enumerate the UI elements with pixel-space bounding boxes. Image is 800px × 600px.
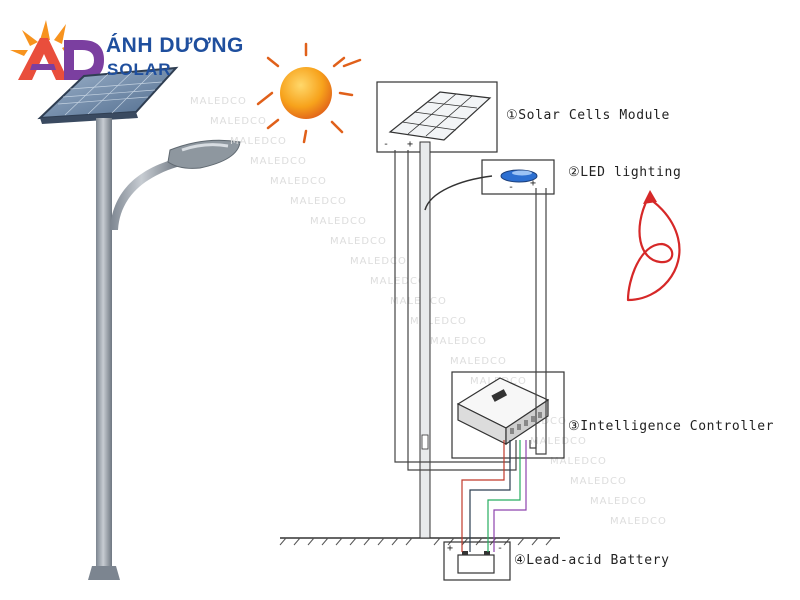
- sun-icon: [256, 42, 362, 144]
- watermark-text: MALEDCO: [430, 336, 487, 347]
- logo: [10, 20, 104, 80]
- controller-device-icon: [456, 377, 550, 446]
- lamp-base: [88, 566, 120, 580]
- label-intelligence-controller: ③Intelligence Controller: [568, 419, 775, 434]
- watermark-text: MALEDCO: [310, 216, 367, 227]
- led-box: [481, 159, 555, 195]
- street-lamp-illustration: [37, 66, 241, 580]
- schematic-solar-panel-icon: [388, 91, 492, 141]
- led-lamp-icon: [500, 169, 538, 183]
- terminal-minus-battery: -: [497, 543, 503, 554]
- curly-arrow-icon: [626, 190, 681, 302]
- watermark-text: MALEDCO: [550, 456, 607, 467]
- lamp-arm: [110, 158, 180, 230]
- lamp-pole: [96, 118, 112, 580]
- terminal-marks: - + - + + -: [383, 139, 536, 554]
- wiring: [394, 150, 547, 552]
- battery-box: [443, 541, 511, 581]
- watermark-text: MALEDCO: [350, 256, 407, 267]
- solar-panel-icon: [37, 66, 179, 124]
- watermark-text: MALEDCO: [590, 496, 647, 507]
- solar-module-box: [376, 81, 498, 153]
- watermark-text: MALEDCO: [270, 176, 327, 187]
- watermark-text: MALEDCO: [570, 476, 627, 487]
- watermark-text: MALEDCO: [230, 136, 287, 147]
- terminal-minus-led: -: [508, 182, 514, 193]
- watermark-text: MALEDCO: [290, 196, 347, 207]
- terminal-plus-battery: +: [447, 543, 453, 554]
- watermark-text: MALEDCO: [530, 436, 587, 447]
- watermark-text: MALEDCO: [210, 116, 267, 127]
- terminal-plus-led: +: [530, 178, 536, 189]
- lamp-head-icon: [167, 139, 241, 169]
- label-led-lighting: ②LED lighting: [568, 165, 682, 180]
- logo-ad-mark-icon: [18, 38, 104, 80]
- ground-line: [279, 537, 560, 546]
- watermark-text: MALEDCO: [250, 156, 307, 167]
- terminal-minus-solar: -: [383, 139, 389, 150]
- watermark-text: MALEDCO: [450, 356, 507, 367]
- label-solar-cells-module: ①Solar Cells Module: [506, 108, 670, 123]
- watermark-text: MALEDCO: [330, 236, 387, 247]
- battery-icon: [457, 551, 495, 574]
- logo-subtitle: SOLAR: [107, 60, 172, 79]
- watermark-text: MALEDCO: [390, 296, 447, 307]
- watermark-text: MALEDCO: [190, 96, 247, 107]
- label-lead-acid-battery: ④Lead-acid Battery: [514, 553, 670, 568]
- logo-name: ÁNH DƯƠNG: [106, 34, 244, 57]
- terminal-plus-solar: +: [407, 139, 413, 150]
- controller-box: [451, 371, 565, 459]
- watermark-text: MALEDCO: [610, 516, 667, 527]
- watermark-text: MALEDCO: [370, 276, 427, 287]
- watermark-text: MALEDCO: [410, 316, 467, 327]
